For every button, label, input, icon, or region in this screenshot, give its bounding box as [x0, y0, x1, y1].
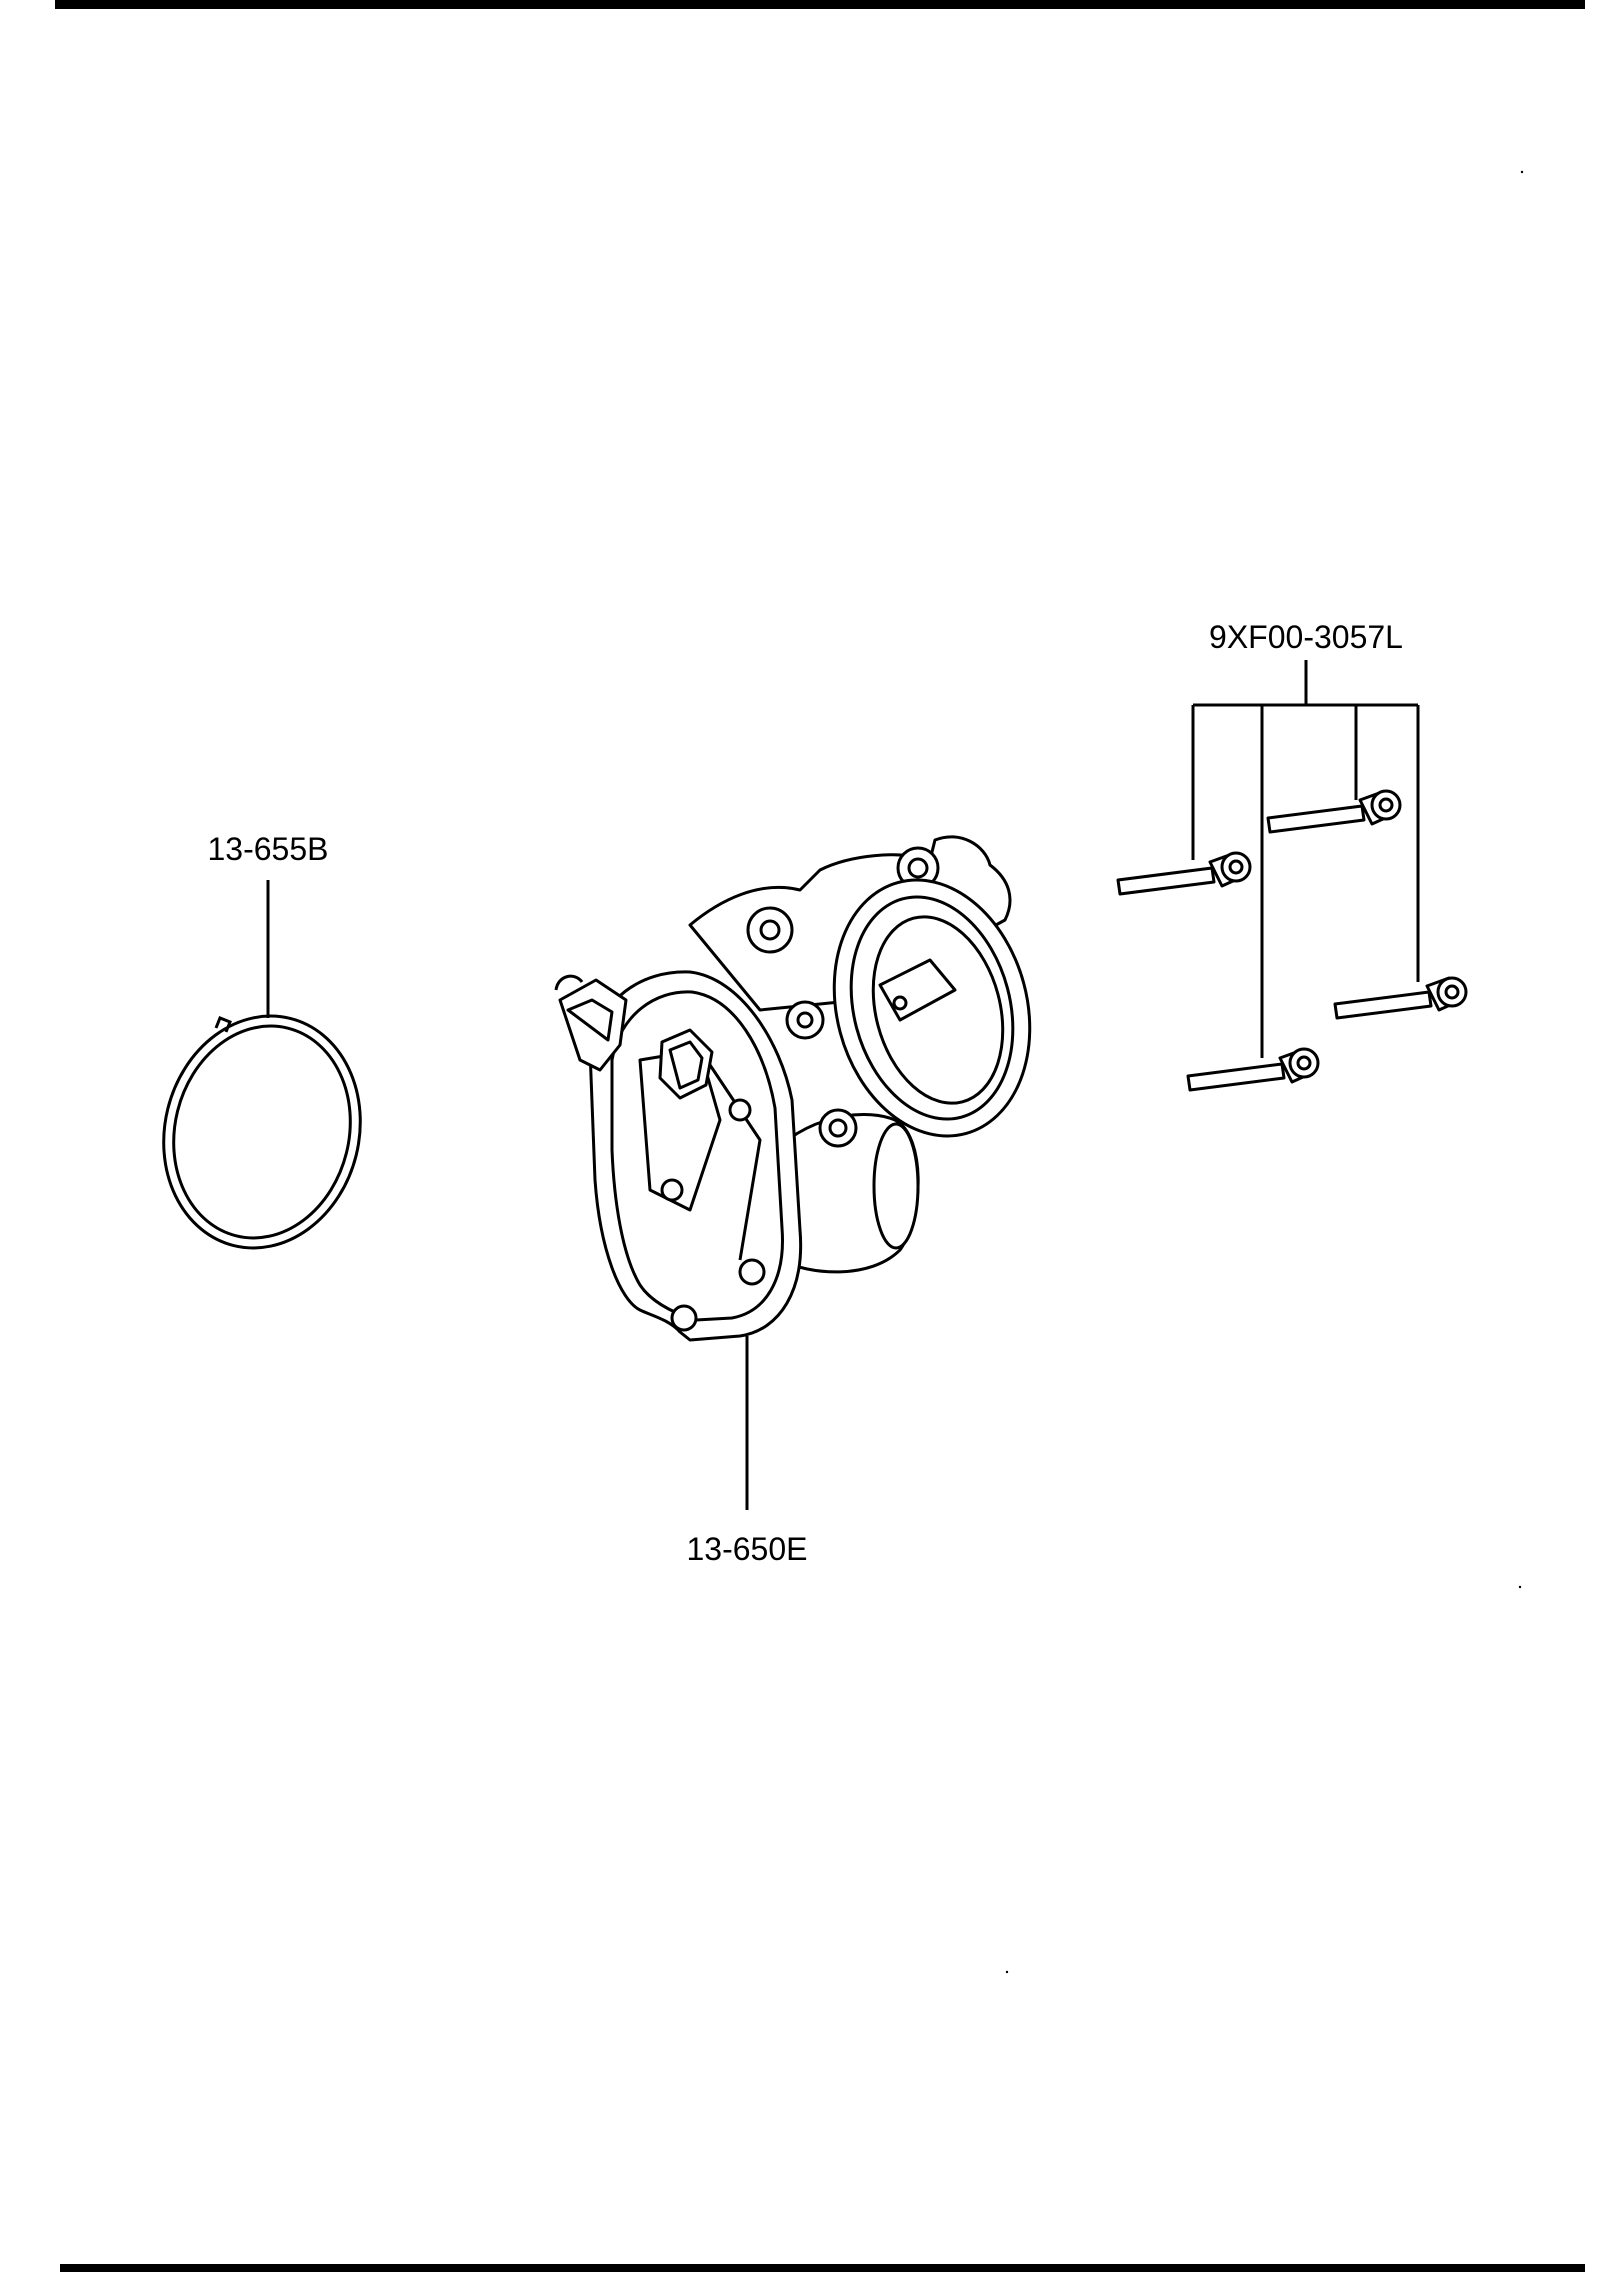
label-part-13-650E: 13-650E [687, 1531, 808, 1567]
label-part-9XF00-3057L: 9XF00-3057L [1209, 619, 1403, 655]
bolt-3 [1333, 976, 1468, 1020]
top-border-rule [55, 0, 1585, 9]
bolt-2 [1266, 789, 1402, 834]
bolt-4 [1186, 1047, 1320, 1092]
bottom-border-rule [60, 2264, 1585, 2272]
label-part-13-655B: 13-655B [208, 831, 329, 867]
bolt-1 [1116, 851, 1252, 896]
throttle-body [554, 835, 1032, 1342]
gasket-ring [162, 1014, 362, 1250]
scan-specks [1005, 170, 1524, 1974]
leader-lines [266, 660, 1420, 1510]
